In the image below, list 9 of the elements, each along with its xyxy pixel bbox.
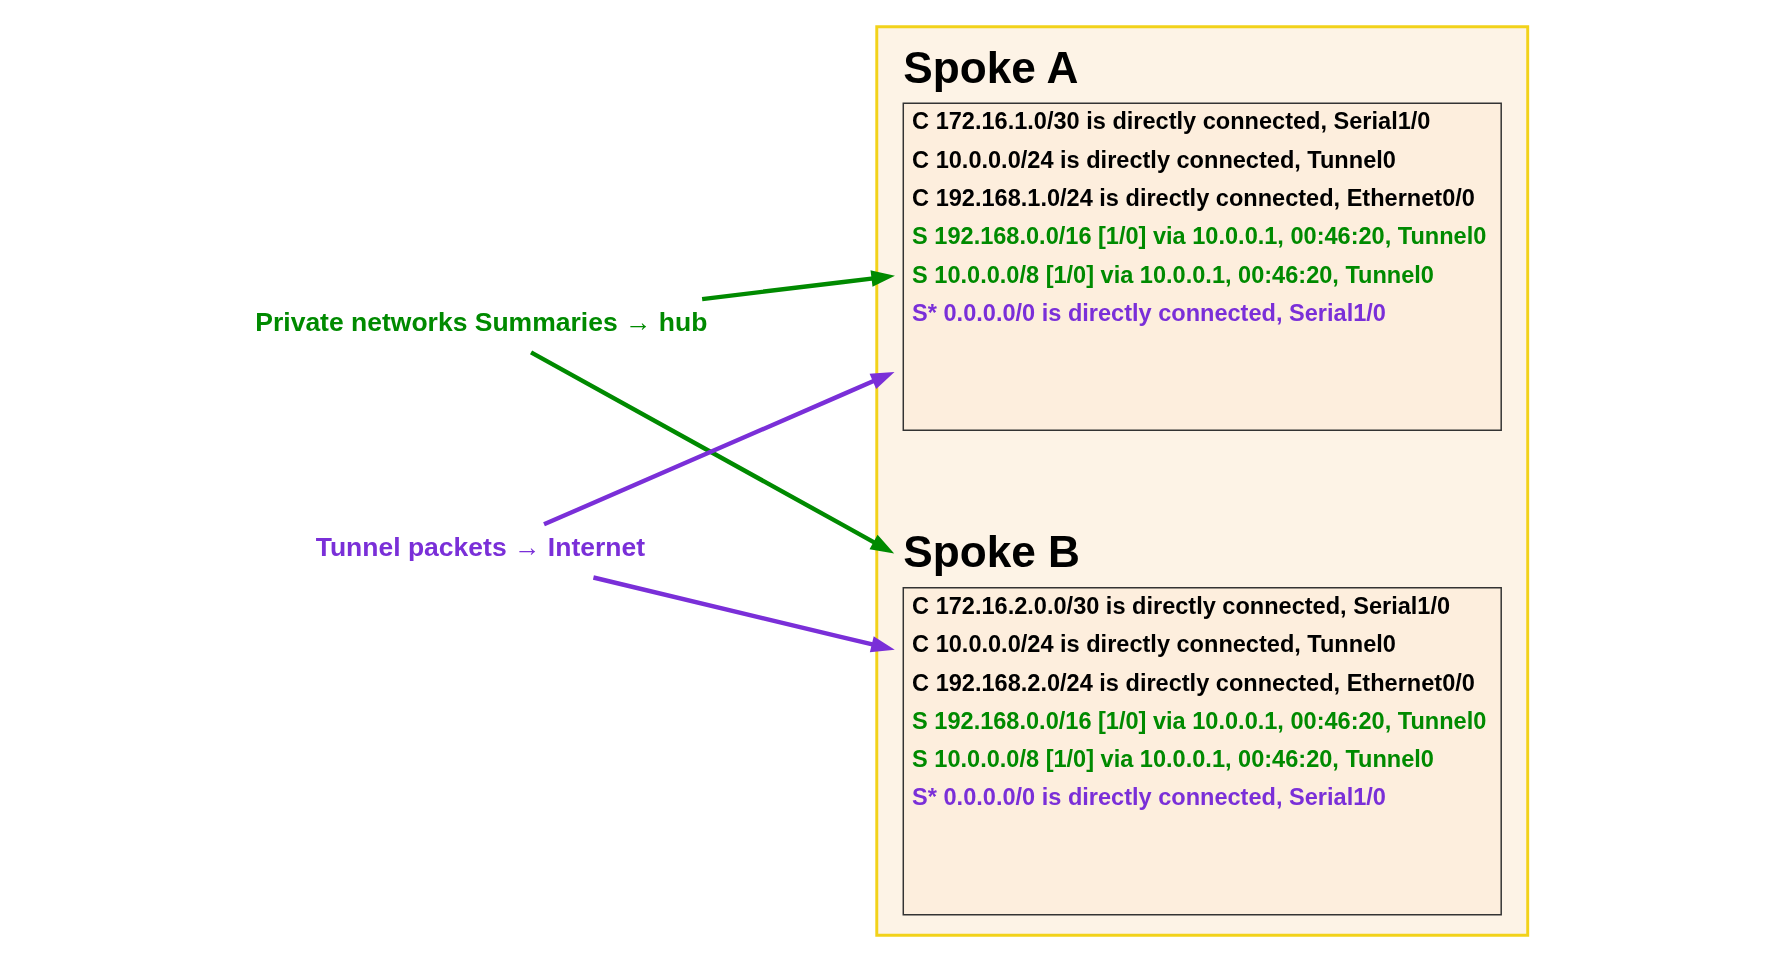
node-label: Spoke B (902, 526, 1080, 576)
cluster (874, 24, 1529, 937)
arrow (701, 269, 895, 301)
arrow (542, 371, 894, 526)
node-text: Tunnel packets → Internet (315, 531, 645, 562)
arrow (529, 349, 894, 553)
arrow (592, 574, 895, 652)
node-text: Private networks Summaries → hub (254, 306, 707, 337)
node-label: Spoke A (902, 42, 1078, 92)
